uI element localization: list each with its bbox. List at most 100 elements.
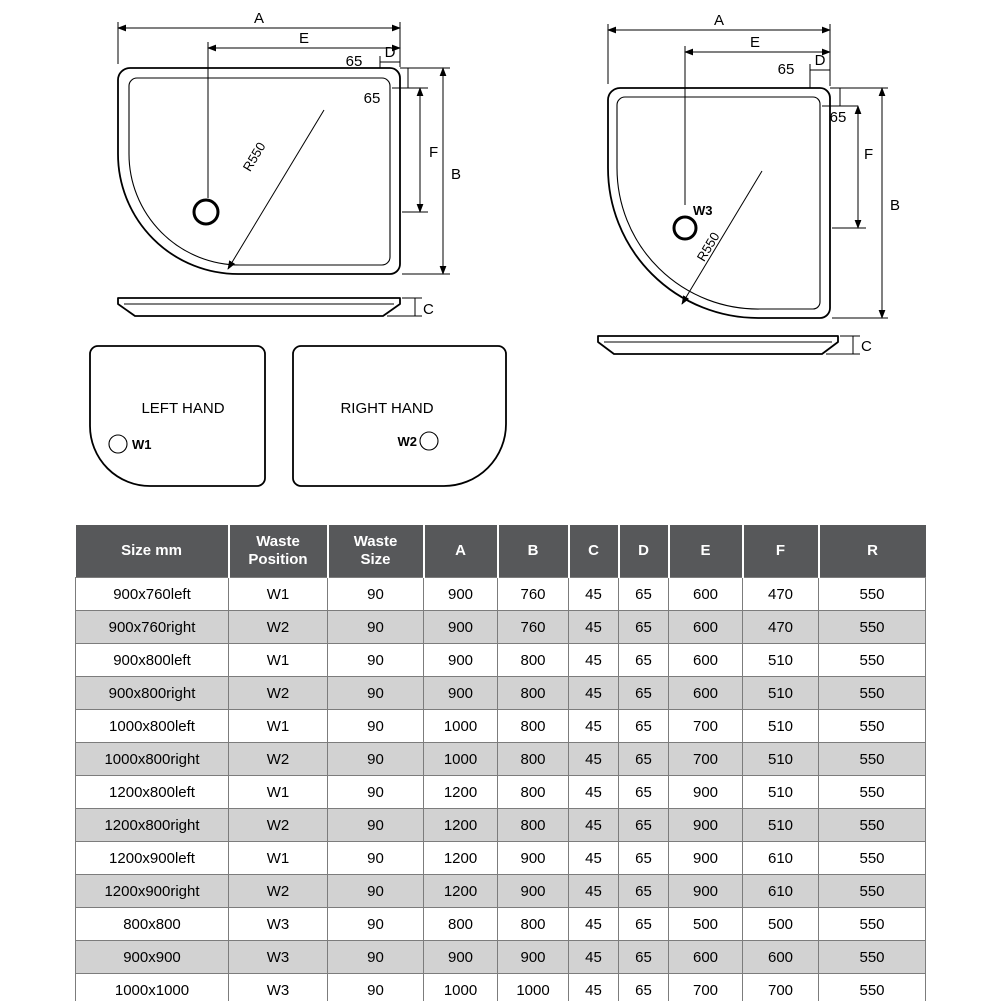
spec-table-cell: 800	[497, 643, 569, 677]
dim-c-label: C	[423, 301, 434, 318]
spec-table-cell: 600	[668, 577, 743, 611]
spec-table-header-cell: Waste Size	[327, 525, 425, 578]
spec-table-cell: W3	[228, 973, 328, 1001]
spec-table-cell: 470	[742, 577, 819, 611]
spec-table-cell: W1	[228, 643, 328, 677]
side-profile-outline	[597, 335, 839, 355]
dim-e-label: E	[750, 34, 760, 51]
dimension-b: B	[832, 87, 900, 319]
spec-table-cell: 800	[497, 709, 569, 743]
side-profile-outline	[117, 297, 401, 317]
dimension-c: C	[826, 335, 872, 355]
spec-table-cell: 610	[742, 874, 819, 908]
spec-table-cell: 1200x900right	[75, 874, 229, 908]
spec-table-cell: 45	[568, 610, 619, 644]
spec-table-cell: 45	[568, 577, 619, 611]
spec-table-cell: 65	[618, 808, 669, 842]
spec-table-cell: 900x800left	[75, 643, 229, 677]
spec-table-header-cell: C	[568, 525, 620, 578]
spec-table-cell: 550	[818, 940, 926, 974]
dimension-c: C	[387, 297, 434, 318]
spec-table-cell: 510	[742, 808, 819, 842]
spec-table-cell: 900	[497, 874, 569, 908]
spec-table-cell: 1200x900left	[75, 841, 229, 875]
spec-table-cell: 65	[618, 775, 669, 809]
spec-table-cell: 600	[668, 643, 743, 677]
spec-table-cell: 90	[327, 742, 424, 776]
spec-table-cell: 600	[668, 676, 743, 710]
spec-table-cell: W2	[228, 808, 328, 842]
spec-table-cell: 1000	[497, 973, 569, 1001]
spec-table-cell: 45	[568, 973, 619, 1001]
spec-table-cell: 900	[668, 775, 743, 809]
spec-table-cell: 45	[568, 907, 619, 941]
spec-table-cell: 90	[327, 841, 424, 875]
spec-table-cell: W2	[228, 742, 328, 776]
spec-table-cell: 90	[327, 676, 424, 710]
spec-table-header-cell: B	[497, 525, 570, 578]
spec-table-cell: 470	[742, 610, 819, 644]
waste-hole	[672, 215, 698, 241]
radius-dimension: R550	[227, 109, 325, 270]
waste-hole	[108, 434, 128, 454]
spec-table-cell: W1	[228, 577, 328, 611]
spec-table-header-cell: R	[818, 525, 926, 578]
dimension-b: B	[402, 67, 461, 275]
radius-line	[227, 109, 325, 270]
spec-table-cell: 800	[497, 808, 569, 842]
spec-table-cell: 90	[327, 940, 424, 974]
spec-table-header-cell: Size mm	[75, 525, 230, 578]
radius-label: R550	[694, 229, 723, 263]
spec-table-cell: 900	[423, 676, 498, 710]
waste-label: W1	[132, 437, 152, 452]
spec-table-cell: W2	[228, 676, 328, 710]
spec-table-cell: 900	[668, 841, 743, 875]
spec-table-cell: 1000	[423, 973, 498, 1001]
tray-outer-outline	[117, 67, 401, 275]
spec-table-cell: 45	[568, 808, 619, 842]
dim-f-label: F	[864, 146, 873, 163]
spec-table-cell: 90	[327, 577, 424, 611]
spec-table-cell: 65	[618, 709, 669, 743]
spec-table-cell: 610	[742, 841, 819, 875]
dimension-a: A	[607, 12, 831, 86]
spec-table-cell: 65	[618, 610, 669, 644]
spec-table-cell: 90	[327, 907, 424, 941]
spec-table-cell: 800x800	[75, 907, 229, 941]
dimension-a: A	[117, 10, 401, 67]
spec-table-header-cell: F	[742, 525, 820, 578]
spec-table-cell: 65	[618, 676, 669, 710]
spec-table-cell: 760	[497, 610, 569, 644]
dimension-d: 65 D	[778, 52, 830, 88]
spec-table-cell: 900x760left	[75, 577, 229, 611]
spec-table-cell: 550	[818, 841, 926, 875]
tray-inner-rim	[128, 77, 391, 266]
waste-label: W3	[693, 203, 713, 218]
right-hand-diagram: RIGHT HAND W2	[292, 345, 507, 487]
spec-table-header-cell: D	[618, 525, 670, 578]
tray-outer-outline	[607, 87, 831, 319]
spec-table-cell: 700	[668, 973, 743, 1001]
dimension-e: E	[684, 34, 831, 205]
left-hand-title: LEFT HAND	[141, 400, 224, 417]
spec-table-cell: 45	[568, 841, 619, 875]
spec-table-cell: 550	[818, 973, 926, 1001]
dim-b-label: B	[451, 166, 461, 183]
spec-table-cell: 800	[497, 907, 569, 941]
spec-table-cell: 700	[668, 742, 743, 776]
spec-table-cell: 800	[497, 676, 569, 710]
spec-table-header-cell: Waste Position	[228, 525, 329, 578]
spec-table-cell: 90	[327, 808, 424, 842]
dim-b-label: B	[890, 197, 900, 214]
spec-table-cell: 1200	[423, 874, 498, 908]
spec-table-cell: 45	[568, 643, 619, 677]
spec-table-cell: 760	[497, 577, 569, 611]
